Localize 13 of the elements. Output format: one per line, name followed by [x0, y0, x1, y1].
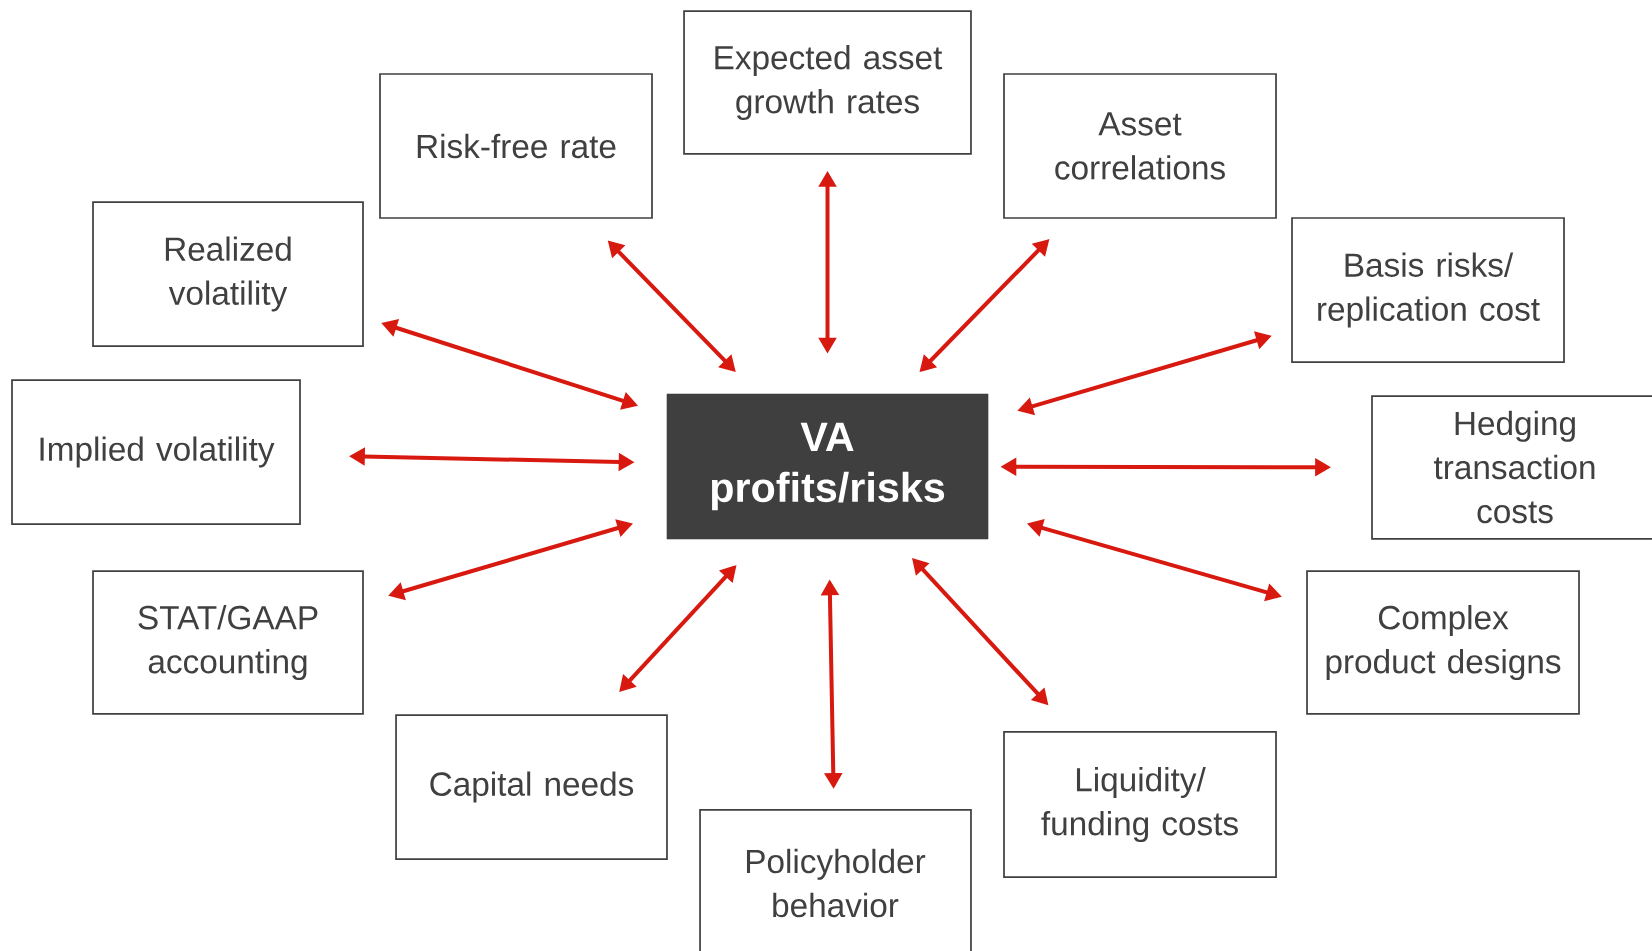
- center-box: VA profits/risks: [666, 393, 989, 540]
- factor-box: Liquidity/ funding costs: [1003, 731, 1277, 878]
- factor-box: Capital needs: [395, 714, 668, 860]
- factor-box: Expected asset growth rates: [683, 10, 972, 155]
- factor-box: Complex product designs: [1306, 570, 1580, 715]
- factor-box: Hedging transaction costs: [1371, 395, 1652, 540]
- factor-box: Policyholder behavior: [699, 809, 972, 951]
- factor-box: Implied volatility: [11, 379, 301, 525]
- factor-box: Basis risks/ replication cost: [1291, 217, 1565, 363]
- factor-box: STAT/GAAP accounting: [92, 570, 364, 715]
- factor-box: Realized volatility: [92, 201, 364, 347]
- factor-box: Asset correlations: [1003, 73, 1277, 219]
- factor-box: Risk-free rate: [379, 73, 653, 219]
